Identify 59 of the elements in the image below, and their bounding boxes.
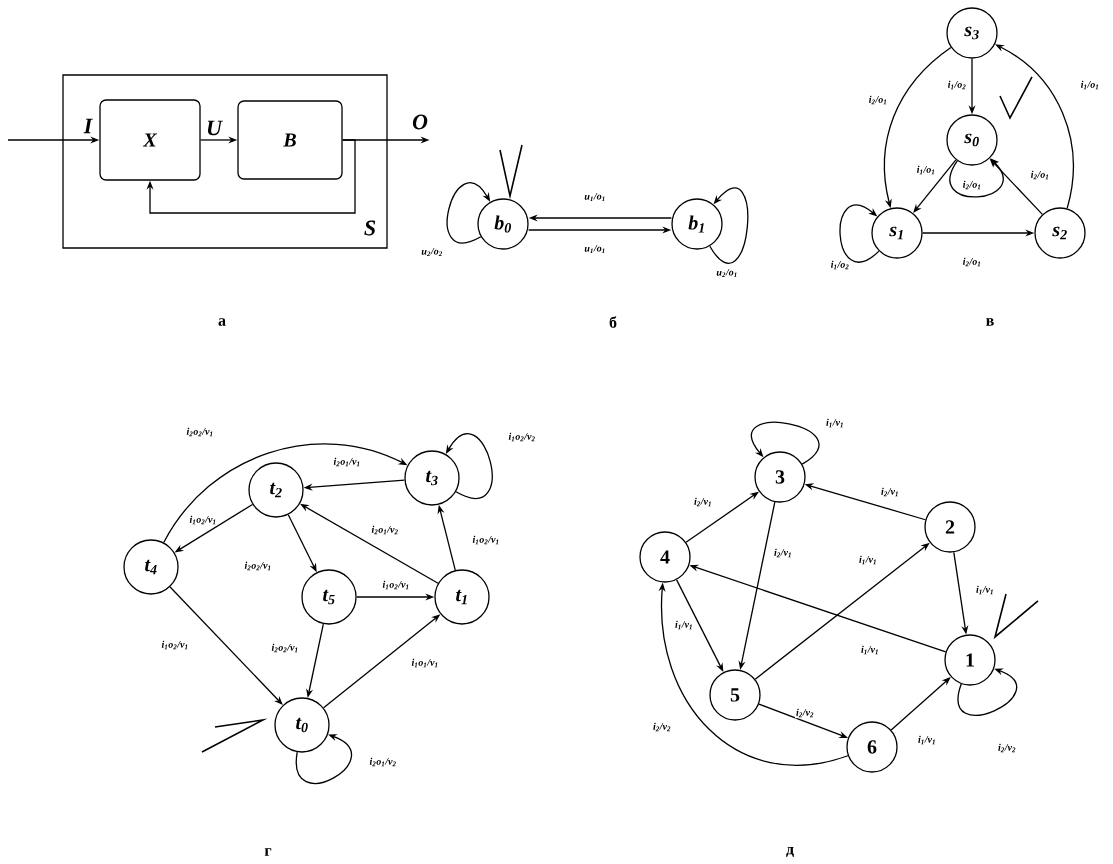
panel-caption: г [264, 848, 272, 856]
edge-label: i$_{1}$/o$_{2}$ [829, 259, 851, 271]
edge-label: i$_{2}$o$_{2}$/v$_{1}$ [270, 642, 300, 654]
edge-label: i$_{1}$/v$_{1}$ [917, 734, 937, 746]
edge-label: i$_{2}$/v$_{1}$ [773, 547, 793, 559]
arrow [913, 159, 957, 213]
edge-label: i$_{1}$/v$_{1}$ [825, 417, 845, 429]
edge-label: u$_{2}$/o$_{2}$ [420, 246, 444, 258]
edge-label: i$_{2}$/o$_{1}$ [961, 179, 983, 191]
edge-label: i$_{2}$/v$_{2}$ [997, 742, 1017, 754]
edge-label: i$_{2}$/o$_{1}$ [867, 94, 889, 106]
signal-label: U [207, 120, 223, 136]
edge-label: i$_{1}$/o$_{1}$ [1079, 79, 1101, 91]
edge-label: i$_{1}$o$_{2}$/v$_{1}$ [188, 514, 218, 526]
arrow [169, 586, 283, 705]
edge-label: i$_{2}$/v$_{2}$ [652, 721, 672, 733]
edge-label: i$_{1}$o$_{2}$/v$_{1}$ [471, 534, 501, 546]
edge-label: i$_{1}$/v$_{1}$ [860, 644, 880, 656]
signal-label: I [83, 118, 93, 134]
edge-label: i$_{1}$/v$_{1}$ [858, 554, 878, 566]
frame-box [62, 74, 388, 249]
panel-caption: а [218, 318, 226, 326]
edge-label: i$_{1}$/v$_{1}$ [975, 584, 995, 596]
panel-caption: д [786, 846, 794, 858]
edge-label: i$_{2}$/o$_{1}$ [1029, 169, 1051, 181]
edge-label: i$_{2}$o$_{1}$/v$_{1}$ [332, 456, 362, 468]
edge-label: i$_{2}$/v$_{2}$ [795, 707, 815, 719]
edge-label: i$_{1}$o$_{2}$/v$_{1}$ [160, 639, 190, 651]
arrow [751, 421, 820, 465]
block-box: B [237, 100, 343, 180]
edge-label: u$_{1}$/o$_{1}$ [583, 191, 607, 203]
arrow [295, 734, 352, 784]
edge-label: i$_{1}$/o$_{1}$ [915, 164, 937, 176]
arrow [957, 668, 1017, 716]
edge-label: i$_{1}$o$_{1}$/v$_{1}$ [410, 657, 440, 669]
edge-label: i$_{2}$o$_{2}$/v$_{1}$ [185, 426, 215, 438]
edge-label: i$_{2}$o$_{1}$/v$_{2}$ [370, 524, 400, 536]
edge-label: i$_{2}$o$_{1}$/v$_{2}$ [368, 756, 398, 768]
edge-label: u$_{2}$/o$_{1}$ [715, 267, 739, 279]
edge-label: i$_{2}$/v$_{1}$ [693, 496, 713, 508]
edge-label: i$_{2}$/o$_{1}$ [961, 256, 983, 268]
signal-label: S [364, 220, 376, 236]
edge-label: i$_{1}$o$_{2}$/v$_{2}$ [507, 431, 537, 443]
block-box: X [99, 99, 201, 181]
arrow [995, 44, 1074, 209]
edge-label: i$_{2}$/v$_{1}$ [880, 486, 900, 498]
edge-label: i$_{1}$o$_{2}$/v$_{1}$ [381, 579, 411, 591]
edge-label: u$_{1}$/o$_{1}$ [583, 243, 607, 255]
arrow [146, 139, 356, 214]
signal-label: O [412, 114, 428, 130]
arrow [949, 158, 1004, 198]
panel-caption: б [609, 316, 617, 328]
arrow [890, 677, 951, 731]
arrow [839, 204, 880, 263]
edge-label: i$_{2}$o$_{2}$/v$_{1}$ [243, 560, 273, 572]
edge-label: i$_{1}$/o$_{2}$ [946, 79, 968, 91]
arrow [709, 187, 749, 264]
panel-caption: в [986, 318, 994, 326]
edge-label: i$_{1}$/v$_{1}$ [674, 619, 694, 631]
